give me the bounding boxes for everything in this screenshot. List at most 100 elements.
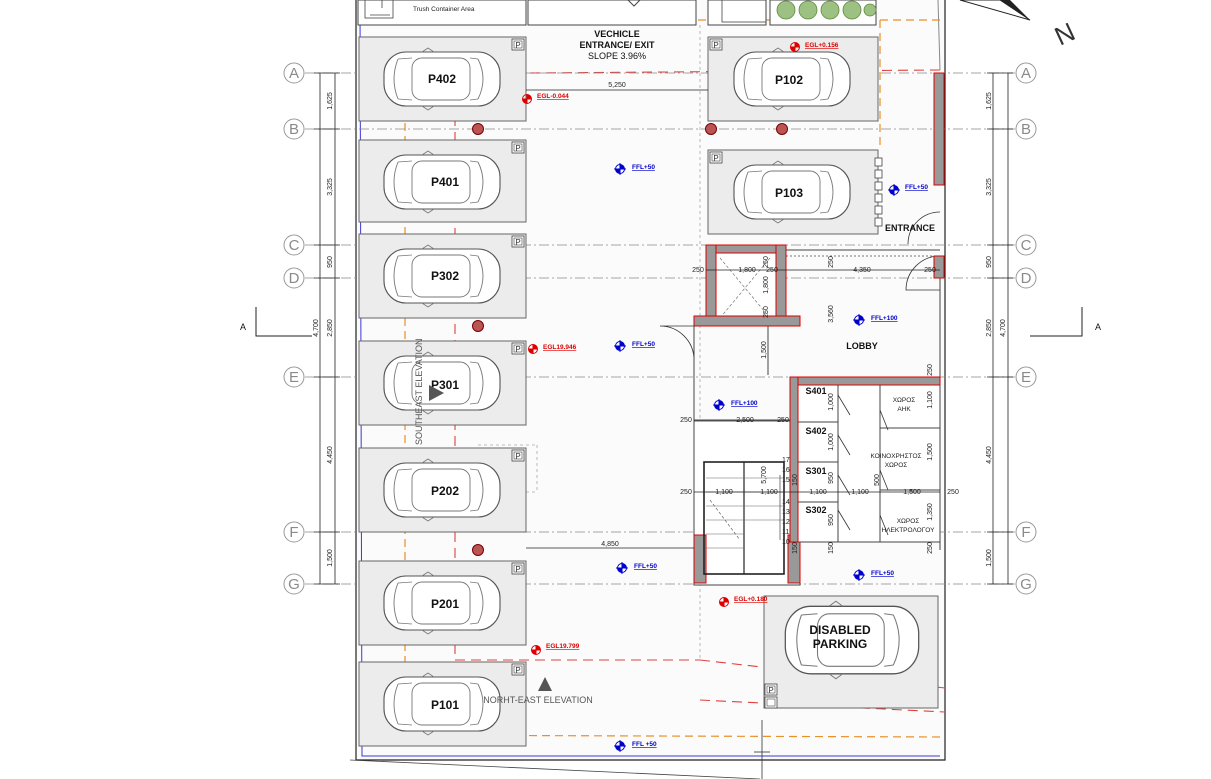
svg-text:4,450: 4,450 — [986, 446, 993, 464]
grid-bubble-a-left: A — [283, 62, 305, 84]
storage-rooms: S401 S402 S301 S302 ΧΩΡΟΣ ΑΗΚ ΚΟΙΝΟΧΡΗΣΤ… — [789, 376, 941, 543]
disabled-parking-line1: DISABLED — [809, 623, 871, 637]
interior-dimensions: 5,250 4,850 250 1,800 250 4,350 250 250 … — [526, 82, 959, 554]
svg-text:1,100: 1,100 — [715, 489, 733, 496]
svg-text:D: D — [1021, 270, 1032, 287]
svg-text:250: 250 — [777, 417, 789, 424]
svg-text:1,500: 1,500 — [927, 443, 934, 461]
svg-text:P: P — [515, 565, 520, 574]
svg-text:FFL+50: FFL+50 — [632, 164, 655, 171]
svg-text:FFL+100: FFL+100 — [731, 400, 758, 407]
storage-s401: S401 — [805, 386, 826, 396]
northeast-elevation-label: NORHT-EAST ELEVATION — [483, 695, 593, 705]
svg-text:150: 150 — [792, 474, 799, 486]
svg-text:FFL+50: FFL+50 — [905, 184, 928, 191]
svg-text:P: P — [768, 686, 773, 695]
svg-text:EGL+0.156: EGL+0.156 — [805, 42, 839, 49]
svg-text:4,700: 4,700 — [1000, 319, 1007, 337]
svg-text:950: 950 — [828, 472, 835, 484]
svg-text:ΧΩΡΟΣ: ΧΩΡΟΣ — [893, 397, 916, 404]
svg-text:150: 150 — [792, 542, 799, 554]
dimension-chain-right — [987, 72, 1013, 585]
grid-bubble-e-left: E — [283, 366, 305, 388]
parking-p202: P202 — [358, 447, 527, 533]
parking-p103: P103 — [707, 149, 879, 235]
grid-bubble-d-right: D — [1015, 267, 1037, 289]
entrance-label: ENTRANCE — [885, 223, 935, 233]
svg-text:E: E — [1021, 369, 1031, 386]
grid-bubble-c-right: C — [1015, 234, 1037, 256]
entrance-exit-line2: ENTRANCE/ EXIT — [579, 40, 655, 50]
stair-numbers: 17 16 15 14 13 12 11 10 — [782, 457, 790, 546]
columns — [472, 123, 788, 556]
svg-text:1,500: 1,500 — [903, 489, 921, 496]
svg-text:EGL19.946: EGL19.946 — [543, 344, 577, 351]
svg-text:F: F — [289, 524, 298, 541]
svg-text:P: P — [515, 144, 520, 153]
ffl-tag-1: FFL+50 — [613, 162, 655, 176]
grid-bubble-c-left: C — [283, 234, 305, 256]
svg-text:14: 14 — [782, 499, 790, 506]
svg-text:250: 250 — [927, 542, 934, 554]
svg-text:1,625: 1,625 — [327, 92, 334, 110]
parking-p201: P201 — [358, 560, 527, 646]
svg-text:17: 17 — [782, 457, 790, 464]
egl-tag-2: EGL-0.044 — [522, 93, 569, 104]
grid-bubble-f-right: F — [1015, 521, 1037, 543]
egl-tag-1: EGL+0.156 — [790, 42, 839, 52]
core-walls — [659, 72, 945, 586]
svg-text:250: 250 — [692, 267, 704, 274]
svg-text:1,500: 1,500 — [327, 549, 334, 567]
svg-text:A: A — [289, 65, 299, 82]
svg-text:FFL+50: FFL+50 — [634, 563, 657, 570]
svg-text:1,000: 1,000 — [828, 433, 835, 451]
svg-text:1,000: 1,000 — [828, 393, 835, 411]
svg-text:ΧΩΡΟΣ: ΧΩΡΟΣ — [897, 518, 920, 525]
svg-text:1,800: 1,800 — [738, 267, 756, 274]
ffl-tag-5: FFL+100 — [852, 313, 898, 327]
svg-text:P401: P401 — [431, 175, 459, 189]
svg-text:4,350: 4,350 — [853, 267, 871, 274]
svg-text:2,850: 2,850 — [986, 319, 993, 337]
north-arrow: N — [959, 0, 1080, 51]
parking-p101: P101 — [358, 661, 527, 747]
grid-bubble-b-right: B — [1015, 118, 1037, 140]
svg-text:FFL+50: FFL+50 — [871, 570, 894, 577]
svg-text:G: G — [288, 576, 300, 593]
svg-text:950: 950 — [327, 256, 334, 268]
storage-s402: S402 — [805, 426, 826, 436]
parking-p301: P301 — [358, 340, 527, 426]
svg-text:250: 250 — [828, 256, 835, 268]
svg-text:950: 950 — [828, 514, 835, 526]
svg-text:150: 150 — [828, 542, 835, 554]
svg-text:A: A — [1021, 65, 1031, 82]
dimension-chain-left — [314, 72, 340, 585]
svg-text:P: P — [515, 238, 520, 247]
svg-text:P: P — [515, 666, 520, 675]
svg-text:P: P — [515, 41, 520, 50]
grid-bubble-e-right: E — [1015, 366, 1037, 388]
svg-text:D: D — [289, 270, 300, 287]
svg-text:1,350: 1,350 — [927, 503, 934, 521]
svg-text:P: P — [713, 41, 718, 50]
ffl-tag-6: FFL+100 — [712, 398, 758, 412]
svg-text:1,500: 1,500 — [761, 341, 768, 359]
svg-text:P301: P301 — [431, 378, 459, 392]
grid-lines — [305, 72, 1015, 585]
parking-p401: P401 — [358, 139, 527, 223]
svg-text:C: C — [1021, 237, 1032, 254]
southeast-elevation-label: SOUTHEAST ELEVATION — [414, 338, 424, 445]
ffl-tag-4: FFL+50 — [615, 561, 657, 575]
parking-bays-left: P402 P401 P302 P301 P202 — [358, 36, 527, 747]
svg-text:4,700: 4,700 — [313, 319, 320, 337]
svg-text:EGL19.799: EGL19.799 — [546, 643, 580, 650]
svg-text:1,100: 1,100 — [927, 391, 934, 409]
svg-text:B: B — [289, 121, 299, 138]
ffl-tag-2: FFL+50 — [887, 183, 928, 197]
svg-text:250: 250 — [680, 417, 692, 424]
svg-text:P103: P103 — [775, 186, 803, 200]
svg-text:ΚΟΙΝΟΧΡΗΣΤΟΣ: ΚΟΙΝΟΧΡΗΣΤΟΣ — [870, 453, 921, 460]
svg-text:P402: P402 — [428, 72, 456, 86]
svg-text:EGL-0.044: EGL-0.044 — [537, 93, 569, 100]
